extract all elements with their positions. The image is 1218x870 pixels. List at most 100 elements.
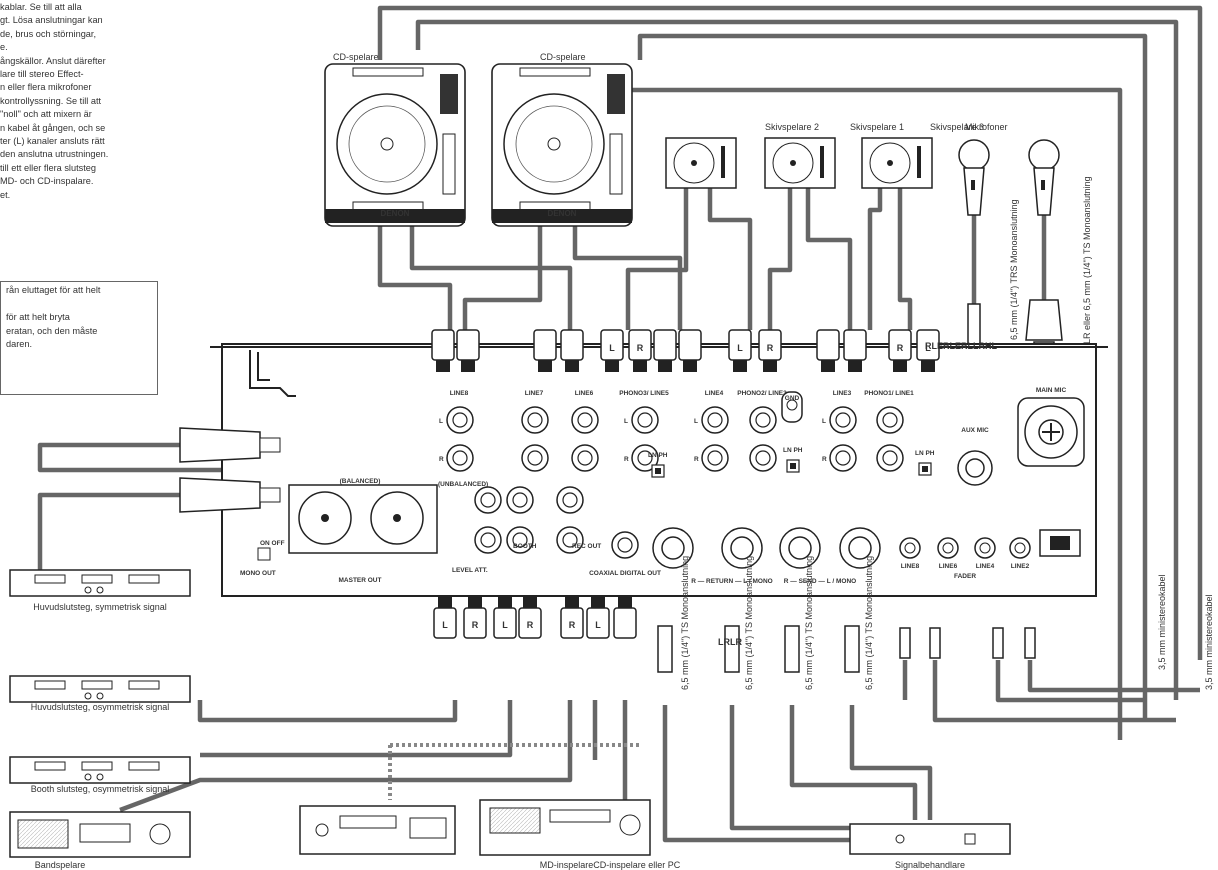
rca-output-jack[interactable] (474, 526, 502, 554)
tape-label: Bandspelare (35, 860, 86, 870)
fader-jack[interactable]: LINE8 (899, 537, 921, 570)
cd-recorder (299, 805, 456, 855)
channel-label: PHONO1/ LINE1 (864, 390, 914, 397)
send-return-jack[interactable] (779, 527, 821, 569)
warning-line: daren. (6, 339, 33, 350)
cable-send-r (789, 705, 918, 820)
rca-input-jack-r[interactable] (829, 444, 857, 472)
xlr-plug-r-icon (179, 427, 281, 463)
rca-plug-icon (843, 329, 867, 372)
fader-jack[interactable]: LINE2 (1009, 537, 1031, 570)
cable-unbal (197, 700, 458, 723)
rca-input-jack-l[interactable] (701, 406, 729, 434)
fader-jack[interactable]: LINE6 (937, 537, 959, 570)
ts-plug-icon (724, 625, 740, 673)
cable-cd1 (409, 225, 573, 330)
intro-line: de, brus och störningar, (0, 28, 97, 39)
cable-run (630, 87, 1123, 740)
cable-fader (995, 660, 1145, 703)
trs-cable-label: 6,5 mm (1/4") TRS Monoanslutning (1009, 199, 1019, 340)
rca-output-jack[interactable] (556, 486, 584, 514)
cable-fader (932, 660, 1176, 723)
turntable-1 (861, 137, 933, 189)
plug-letter: L (737, 343, 743, 353)
ln-ph-switch[interactable]: LN PH (783, 447, 803, 473)
fader-jack[interactable]: LINE4 (974, 537, 996, 570)
cd-player-2-brand: DENON (548, 209, 577, 218)
ln-ph-label: LN PH (915, 450, 935, 457)
warning-box: rån eluttaget för att helt för att helt … (0, 281, 158, 395)
send-return-jack[interactable] (721, 527, 763, 569)
rca-plug-icon: R (628, 329, 652, 372)
rca-input-jack-r[interactable] (876, 444, 904, 472)
rca-input-jack-l[interactable] (829, 406, 857, 434)
rca-input-jack-l[interactable] (571, 406, 599, 434)
ln-ph-switch[interactable]: LN PH (915, 450, 935, 476)
intro-line: et. (0, 189, 11, 200)
rca-plug-icon (653, 329, 677, 372)
channel-label: LINE7 (525, 390, 544, 397)
intro-line: n kabel åt gången, och se (0, 122, 106, 133)
jack-r-marker: R (694, 456, 699, 463)
rca-plug-icon (560, 329, 584, 372)
rca-input-jack-r[interactable] (701, 444, 729, 472)
rca-input-jack-l[interactable] (521, 406, 549, 434)
rca-output-jack[interactable] (506, 526, 534, 554)
rca-plug-icon: R (518, 596, 542, 639)
jack-r-marker: R (822, 456, 827, 463)
cable-balanced-r (37, 442, 393, 473)
plug-letter: R (569, 620, 576, 630)
mini-cable-1-label: 3,5 mm ministereokabel (1157, 574, 1167, 670)
ts-cable-label-4: 6,5 mm (1/4") TS Monoanslutning (864, 556, 874, 690)
cable-tt3 (707, 188, 753, 330)
warning-line: för att helt bryta (6, 312, 70, 323)
cable-tt2 (805, 188, 853, 330)
intro-line: ångskällor. Anslut därefter (0, 55, 106, 66)
mono-out-switch[interactable] (257, 547, 271, 561)
microphones-label: Mikrofoner (965, 122, 1008, 132)
rca-input-jack-l[interactable] (446, 406, 474, 434)
rca-output-jack[interactable] (474, 486, 502, 514)
md-recorder (479, 799, 651, 856)
rca-input-jack-l[interactable] (876, 406, 904, 434)
gnd-terminal: GND (781, 391, 803, 423)
rca-output-jack[interactable] (611, 531, 639, 559)
rca-input-jack-r[interactable] (521, 444, 549, 472)
rca-input-jack-r[interactable] (749, 444, 777, 472)
ln-ph-switch[interactable]: LN PH (648, 452, 668, 478)
rca-input-jack-r[interactable] (446, 444, 474, 472)
intro-line: den anslutna utrustningen. (0, 149, 109, 160)
channel-label: LINE8 (450, 390, 469, 397)
rca-plug-icon (816, 329, 840, 372)
cable-tt3 (625, 188, 689, 330)
cable-return-r (662, 705, 860, 843)
plug-letter: R (527, 620, 534, 630)
channel-label: LINE6 (575, 390, 594, 397)
rca-output-jack[interactable] (506, 486, 534, 514)
cd-player-1 (324, 63, 466, 227)
rca-input-jack-l[interactable] (631, 406, 659, 434)
main-mic-label: MAIN MIC (1036, 387, 1067, 394)
send-return-jack[interactable] (839, 527, 881, 569)
plug-letter: L (609, 343, 615, 353)
intro-text: kablar. Se till att alla gt. Lösa anslutn… (0, 1, 160, 202)
cd-player-1-label: CD-spelare (333, 52, 379, 62)
rca-plug-icon (533, 329, 557, 372)
intro-line: ter (L) kanaler ansluts rätt (0, 136, 105, 147)
amp-booth-label: Booth slutsteg, osymmetrisk signal (31, 784, 170, 794)
intro-line: kablar. Se till att alla (0, 2, 82, 12)
turntable-1-label: Skivspelare 1 (850, 122, 904, 132)
plug-letter: R (637, 343, 644, 353)
send-return-jack[interactable] (652, 527, 694, 569)
rca-plug-icon: R (888, 329, 912, 372)
rca-input-jack-r[interactable] (571, 444, 599, 472)
tape-deck (9, 811, 191, 858)
aux-mic-jack: AUX MIC (957, 427, 993, 486)
rca-output-jack[interactable] (556, 526, 584, 554)
intro-line: gt. Lösa anslutningar kan (0, 15, 103, 26)
rca-plug-icon: L (728, 329, 752, 372)
rca-plug-icon: L (493, 596, 517, 639)
ts-cable-label-2: 6,5 mm (1/4") TS Monoanslutning (744, 556, 754, 690)
rca-plug-icon: L (586, 596, 610, 639)
rca-input-jack-l[interactable] (749, 406, 777, 434)
